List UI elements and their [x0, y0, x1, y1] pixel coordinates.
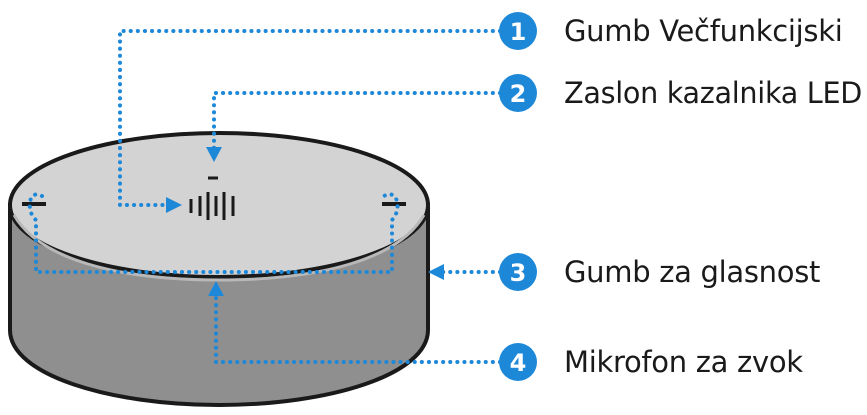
- callout-label-3: Gumb za glasnost: [564, 255, 820, 289]
- arrow-2: [206, 147, 222, 162]
- callout-4: 4 Mikrofon za zvok: [499, 343, 804, 381]
- callout-number-3: 3: [510, 259, 527, 287]
- speaker-top: [8, 131, 430, 279]
- callout-badge-2: [499, 74, 537, 112]
- callout-number-2: 2: [510, 80, 527, 108]
- callout-number-1: 1: [510, 18, 527, 46]
- microphone-level-icon[interactable]: [189, 192, 235, 220]
- arrow-3: [428, 264, 444, 280]
- callout-badge-3: [499, 253, 537, 291]
- leader-lines: [27, 29, 502, 364]
- leader-4: [214, 292, 502, 364]
- arrow-1: [166, 197, 182, 213]
- callout-badge-4: [499, 343, 537, 381]
- leader-2: [212, 91, 502, 154]
- callout-label-2: Zaslon kazalnika LED: [564, 76, 862, 110]
- callout-3: 3 Gumb za glasnost: [499, 253, 820, 291]
- callout-1: 1 Gumb Večfunkcijski: [499, 12, 843, 50]
- callout-label-4: Mikrofon za zvok: [564, 345, 803, 379]
- arrow-4: [208, 281, 224, 296]
- smart-speaker: [8, 131, 430, 408]
- callout-2: 2 Zaslon kazalnika LED: [499, 74, 862, 112]
- callout-label-1: Gumb Večfunkcijski: [564, 14, 842, 48]
- callout-badge-1: [499, 12, 537, 50]
- callout-number-4: 4: [510, 349, 527, 377]
- leader-1: [118, 29, 502, 207]
